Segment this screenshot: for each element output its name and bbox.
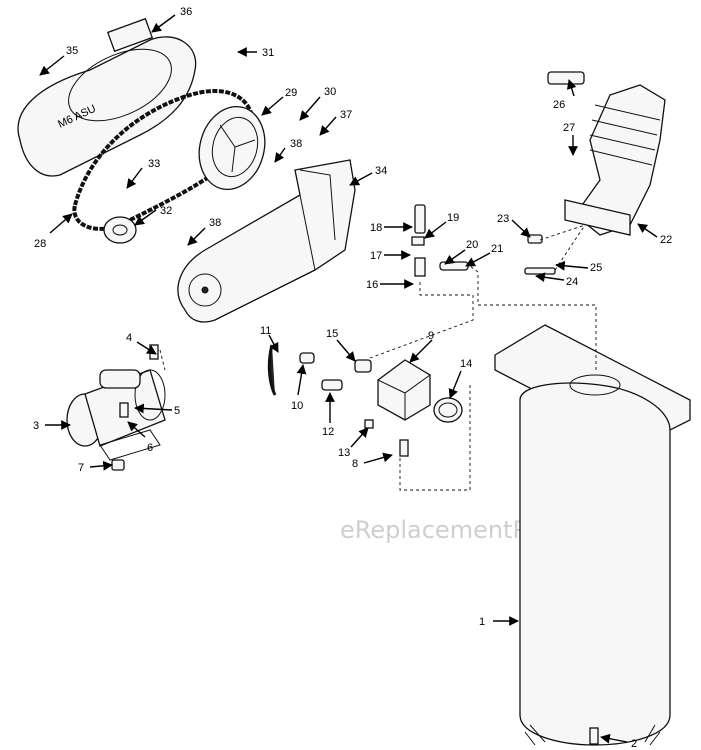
- air-tank: [494, 324, 691, 746]
- callout-20: 20: [466, 239, 478, 251]
- callout-21: 21: [491, 243, 503, 255]
- callout-29: 29: [285, 87, 297, 99]
- belt-guard-cover: M6 ASU: [17, 17, 197, 177]
- connection-lines: [159, 224, 597, 491]
- callout-34: 34: [375, 165, 387, 177]
- callout-38-upper: 38: [290, 138, 302, 150]
- callout-9: 9: [428, 330, 434, 342]
- callout-26: 26: [553, 99, 565, 111]
- motor-pulley: [103, 216, 137, 244]
- callout-3: 3: [33, 420, 39, 432]
- callout-37: 37: [340, 109, 352, 121]
- callout-36: 36: [180, 6, 192, 18]
- callout-23: 23: [497, 213, 509, 225]
- callout-15: 15: [326, 328, 338, 340]
- callout-25: 25: [590, 262, 602, 274]
- callout-1: 1: [479, 616, 485, 628]
- pressure-switch: [377, 359, 431, 421]
- callout-32: 32: [160, 205, 172, 217]
- callout-31: 31: [262, 47, 274, 59]
- callout-35: 35: [66, 45, 78, 57]
- callout-24: 24: [566, 276, 578, 288]
- callout-7: 7: [78, 462, 84, 474]
- belt-guard-backplate: [177, 159, 356, 323]
- callout-27: 27: [563, 122, 575, 134]
- callout-2: 2: [631, 738, 637, 750]
- callout-28: 28: [34, 238, 46, 250]
- callout-8: 8: [352, 458, 358, 470]
- callout-14: 14: [460, 358, 472, 370]
- callout-22: 22: [660, 234, 672, 246]
- callout-5: 5: [174, 405, 180, 417]
- callout-33: 33: [148, 158, 160, 170]
- callout-19: 19: [447, 212, 459, 224]
- compressor-pump: [564, 84, 666, 236]
- pressure-gauge: [433, 397, 463, 423]
- callout-13: 13: [338, 447, 350, 459]
- callout-30: 30: [324, 86, 336, 98]
- callout-12: 12: [322, 426, 334, 438]
- callout-18: 18: [370, 222, 382, 234]
- callout-11: 11: [260, 325, 271, 337]
- callout-17: 17: [370, 250, 382, 262]
- callout-labels: 1 2 3 4 5 6 7 8 9 10 11 12 13 14 15 16 1…: [33, 6, 672, 750]
- callout-38-lower: 38: [209, 217, 221, 229]
- callout-arrows: [39, 14, 658, 744]
- callout-6: 6: [147, 442, 153, 454]
- callout-10: 10: [291, 400, 303, 412]
- callout-4: 4: [126, 332, 132, 344]
- callout-16: 16: [366, 279, 378, 291]
- flywheel: [198, 105, 266, 191]
